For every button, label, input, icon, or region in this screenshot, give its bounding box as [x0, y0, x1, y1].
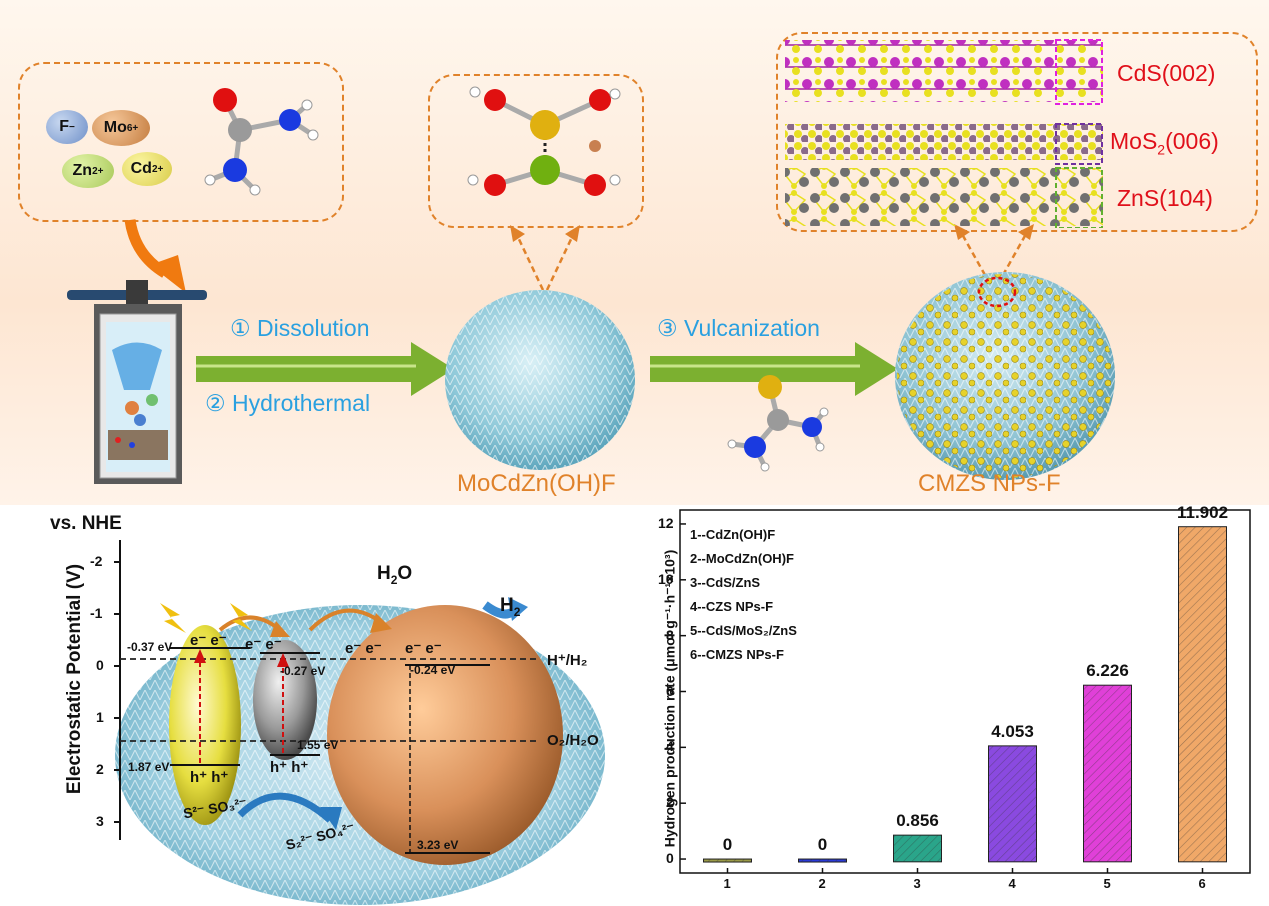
o-couple-label: O₂/H₂O [547, 732, 599, 749]
bar-hatch [1178, 526, 1227, 862]
bar-hatch [703, 859, 752, 863]
x-tick-label: 5 [1103, 876, 1111, 891]
holes-2: h⁺ h⁺ [270, 759, 309, 776]
vb-label-3: 3.23 eV [417, 838, 459, 852]
product-sphere [895, 272, 1115, 480]
band-ytick: -1 [90, 605, 103, 621]
bar-hatch [988, 745, 1037, 862]
band-ytick: 1 [96, 709, 104, 725]
mos2-layer-label: MoS2(006) [1110, 128, 1219, 158]
green-arrow-1 [196, 342, 454, 396]
band-ylabel: Electrostatic Potential (V) [64, 563, 85, 795]
x-tick-label: 4 [1008, 876, 1016, 891]
step-dissolution: ① Dissolution [230, 315, 370, 341]
step-hydrothermal: ② Hydrothermal [205, 390, 371, 416]
h2o-label: H2O [377, 563, 413, 587]
bar-hatch [1083, 685, 1132, 862]
band-ytick: -2 [90, 553, 103, 569]
intermediate-box [428, 74, 644, 228]
y-tick-label: 2 [666, 794, 674, 811]
cb-label-2: -0.27 eV [280, 664, 326, 678]
band-ytick: 0 [96, 657, 104, 673]
electrons-3: e⁻ e⁻ [345, 640, 382, 657]
bar-hatch [798, 859, 847, 863]
h-couple-label: H⁺/H₂ [547, 652, 588, 669]
intermediate-molecule [467, 86, 621, 196]
y-tick-label: 0 [666, 850, 674, 867]
zns-layer-label: ZnS(104) [1117, 185, 1213, 211]
x-tick-label: 3 [913, 876, 921, 891]
band-diagram [120, 597, 563, 865]
y-tick-label: 12 [658, 514, 674, 531]
value-label: 0.856 [896, 811, 939, 831]
y-tick-label: 4 [666, 738, 674, 755]
crystal-box [776, 32, 1258, 232]
green-arrow-2 [650, 342, 898, 396]
legend-item: 5--CdS/MoS₂/ZnS [690, 623, 797, 638]
curved-arrow [124, 219, 186, 293]
band-axis-title: vs. NHE [50, 513, 122, 534]
vb-label-1: 1.87 eV [128, 760, 170, 774]
value-label: 11.902 [1176, 502, 1229, 522]
value-label: 0 [722, 835, 733, 855]
y-tick-label: 10 [658, 570, 674, 587]
callout-arrows-2 [954, 224, 1034, 285]
h2-label: H2 [500, 595, 521, 619]
precursor-label: MoCdZn(OH)F [457, 470, 616, 497]
y-tick-label: 8 [666, 626, 674, 643]
x-tick-label: 2 [818, 876, 826, 891]
cds-layer-label: CdS(002) [1117, 60, 1216, 86]
value-label: 6.226 [1086, 661, 1129, 681]
vb-label-2: 1.55 eV [297, 738, 339, 752]
band-yaxis [114, 540, 121, 840]
callout-arrows-1 [510, 225, 580, 291]
legend-item: 4--CZS NPs-F [690, 599, 774, 614]
bar-chart [679, 509, 1251, 874]
value-label: 4.053 [991, 721, 1034, 741]
legend-item: 6--CMZS NPs-F [690, 647, 784, 662]
cb-label-1: -0.37 eV [127, 640, 173, 654]
thiourea-molecule [727, 375, 829, 472]
ion-f: F− [46, 110, 88, 144]
cb-label-3: -0.24 eV [410, 663, 456, 677]
autoclave-icon [67, 280, 207, 484]
step-vulcanization: ③ Vulcanization [657, 315, 820, 341]
band-ytick: 2 [96, 761, 104, 777]
x-tick-label: 1 [723, 876, 731, 891]
legend-item: 1--CdZn(OH)F [690, 527, 776, 542]
electrons-1: e⁻ e⁻ [190, 632, 227, 649]
precursor-box [18, 62, 344, 222]
crystal-structure [785, 39, 1103, 228]
y-tick-label: 6 [666, 682, 674, 699]
bar-hatch [893, 835, 942, 862]
precursor-sphere [445, 290, 635, 470]
band-ytick: 3 [96, 813, 104, 829]
urea-molecule [204, 88, 319, 196]
electrons-2: e⁻ e⁻ [245, 636, 282, 653]
product-label: CMZS NPs-F [918, 470, 1061, 497]
electrons-4: e⁻ e⁻ [405, 640, 442, 657]
holes-1: h⁺ h⁺ [190, 769, 229, 786]
x-tick-label: 6 [1198, 876, 1206, 891]
legend-item: 3--CdS/ZnS [690, 575, 761, 590]
value-label: 0 [817, 835, 828, 855]
legend-item: 2--MoCdZn(OH)F [690, 551, 794, 566]
